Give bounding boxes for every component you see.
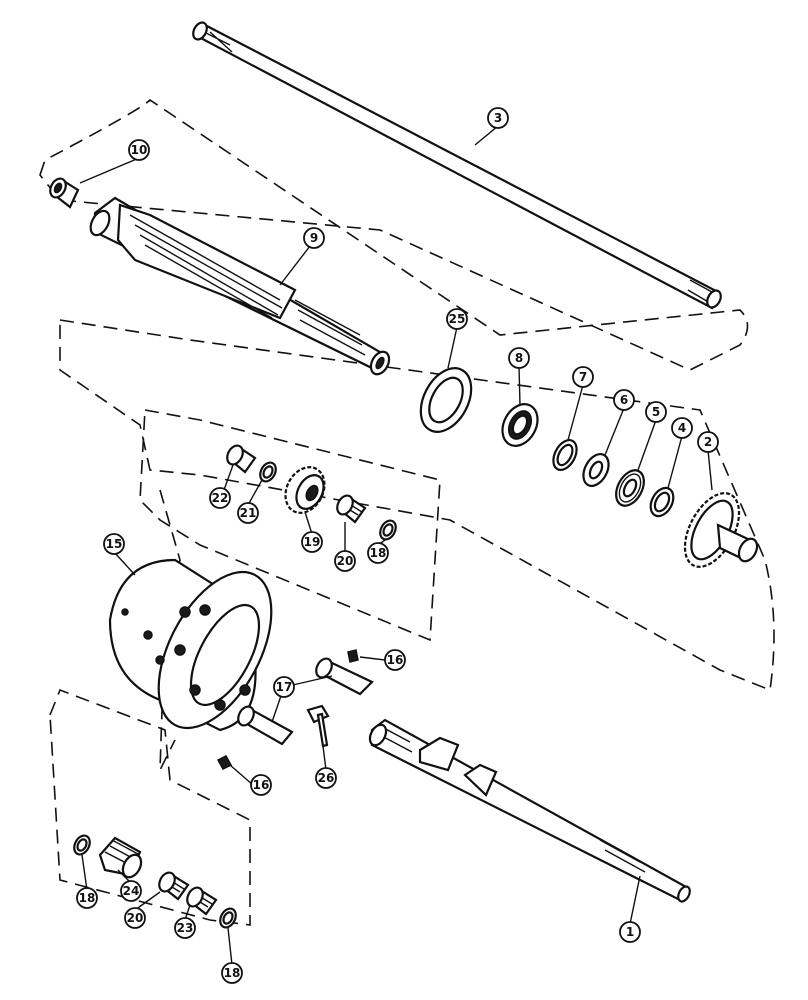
callout-16-upper: 16 [384, 649, 406, 671]
svg-text:16: 16 [387, 653, 404, 667]
part-17-shaft-upper [315, 657, 374, 696]
svg-text:7: 7 [579, 370, 587, 384]
callout-18-upper: 18 [367, 542, 389, 564]
part-2-gear [683, 492, 759, 568]
callout-18-lower-right: 18 [221, 962, 243, 984]
svg-text:5: 5 [652, 405, 660, 419]
callout-8: 8 [508, 347, 530, 369]
callout-2: 2 [697, 431, 719, 453]
svg-text:9: 9 [310, 231, 318, 245]
svg-text:1: 1 [626, 925, 634, 939]
part-9-main-shaft [89, 196, 391, 376]
callout-6: 6 [613, 389, 635, 411]
part-18-washer-upper [379, 519, 397, 541]
part-6-washer [582, 453, 610, 487]
part-20-needle-bearing-lower [158, 871, 190, 901]
callout-15: 15 [103, 533, 125, 555]
callout-20-lower: 20 [124, 907, 146, 929]
callout-26: 26 [315, 767, 337, 789]
part-19-gear [284, 466, 326, 514]
leader-lines [79, 125, 713, 966]
svg-text:21: 21 [240, 506, 257, 520]
part-18-washer-lower-left [73, 834, 91, 856]
callout-4: 4 [671, 417, 693, 439]
callout-10: 10 [128, 139, 150, 161]
callout-7: 7 [572, 366, 594, 388]
svg-text:15: 15 [106, 537, 123, 551]
callout-25: 25 [446, 308, 468, 330]
part-16-pin-upper [347, 649, 359, 663]
svg-text:2: 2 [704, 435, 712, 449]
svg-text:8: 8 [515, 351, 523, 365]
svg-text:24: 24 [123, 884, 140, 898]
part-17-shaft-lower [237, 705, 294, 746]
svg-text:18: 18 [224, 966, 241, 980]
svg-text:3: 3 [494, 111, 502, 125]
svg-text:16: 16 [253, 778, 270, 792]
callout-5: 5 [645, 401, 667, 423]
svg-text:20: 20 [337, 554, 354, 568]
svg-text:22: 22 [212, 491, 229, 505]
part-26-bolt [306, 704, 330, 748]
part-22-sleeve [226, 444, 257, 474]
part-3-long-shaft [192, 21, 722, 310]
part-25-plate [419, 367, 473, 433]
callout-21: 21 [237, 502, 259, 524]
callout-3: 3 [487, 107, 509, 129]
part-10-sleeve [49, 177, 80, 209]
svg-text:20: 20 [127, 911, 144, 925]
part-20-needle-bearing-upper [336, 494, 367, 524]
part-1-input-shaft [368, 718, 691, 903]
svg-text:23: 23 [177, 921, 194, 935]
part-7-snap-ring [552, 439, 578, 471]
svg-text:6: 6 [620, 393, 628, 407]
callout-23: 23 [174, 917, 196, 939]
svg-text:26: 26 [318, 771, 335, 785]
callout-19: 19 [301, 531, 323, 553]
callout-24: 24 [120, 880, 142, 902]
part-18-washer-lower-right [219, 907, 237, 929]
part-16-pin-lower [216, 755, 233, 770]
part-15-carrier-housing [108, 558, 273, 732]
svg-text:18: 18 [370, 546, 387, 560]
part-24-spline-gear [98, 836, 143, 879]
callout-16-lower: 16 [250, 774, 272, 796]
group-outline-upper-shaft [39, 98, 749, 371]
callout-1: 1 [619, 921, 641, 943]
part-5-thrust-bearing [615, 469, 645, 507]
callout-18-lower-left: 18 [76, 887, 98, 909]
callout-9: 9 [303, 227, 325, 249]
svg-text:25: 25 [449, 312, 466, 326]
svg-text:10: 10 [131, 143, 148, 157]
callout-22: 22 [209, 487, 231, 509]
part-8-bearing [501, 403, 539, 447]
svg-text:17: 17 [276, 680, 293, 694]
part-21-washer [259, 461, 277, 483]
callout-20-upper: 20 [334, 550, 356, 572]
callout-17: 17 [273, 676, 295, 698]
group-outline-gear-cluster [139, 409, 441, 642]
svg-text:18: 18 [79, 891, 96, 905]
part-4-spacer [649, 486, 675, 518]
svg-text:19: 19 [304, 535, 321, 549]
svg-text:4: 4 [678, 421, 686, 435]
